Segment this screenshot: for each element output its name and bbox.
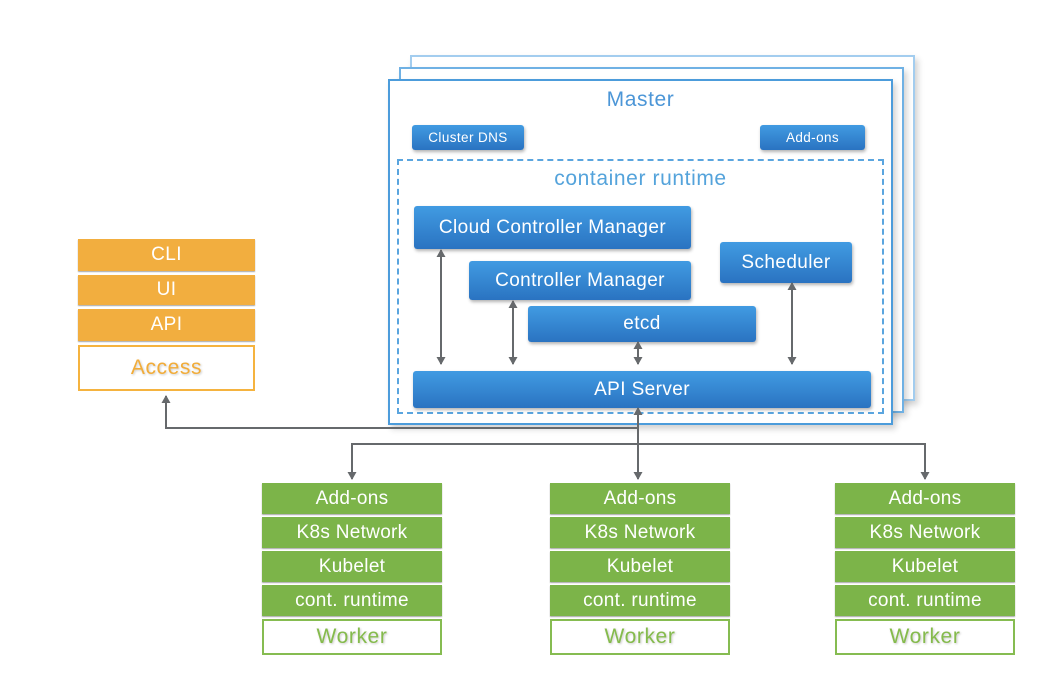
- worker2-addons: Add-ons: [550, 483, 730, 514]
- api-server-box: API Server: [413, 371, 871, 408]
- api-box: API: [78, 309, 255, 341]
- worker1-kubelet: Kubelet: [262, 551, 442, 582]
- cluster-dns-box: Cluster DNS: [412, 125, 524, 150]
- master-node: Master Cluster DNS Add-ons container run…: [388, 79, 893, 425]
- worker3-cont-runtime: cont. runtime: [835, 585, 1015, 616]
- etcd-box: etcd: [528, 306, 756, 342]
- arrow-api-server-worker1: [347, 443, 638, 480]
- cli-box: CLI: [78, 239, 255, 271]
- worker3-kubelet: Kubelet: [835, 551, 1015, 582]
- access-stack: CLI UI API Access: [78, 239, 255, 391]
- worker2-k8s-network: K8s Network: [550, 517, 730, 548]
- worker3-label: Worker: [835, 619, 1015, 655]
- worker1-cont-runtime: cont. runtime: [262, 585, 442, 616]
- container-runtime-box: container runtime Cloud Controller Manag…: [397, 159, 884, 414]
- worker2-kubelet: Kubelet: [550, 551, 730, 582]
- controller-manager-box: Controller Manager: [469, 261, 691, 300]
- master-addons-box: Add-ons: [760, 125, 865, 150]
- cloud-controller-manager-box: Cloud Controller Manager: [414, 206, 691, 249]
- ui-box: UI: [78, 275, 255, 305]
- worker3-k8s-network: K8s Network: [835, 517, 1015, 548]
- master-title: Master: [606, 88, 675, 111]
- worker3-addons: Add-ons: [835, 483, 1015, 514]
- worker1-k8s-network: K8s Network: [262, 517, 442, 548]
- worker1-addons: Add-ons: [262, 483, 442, 514]
- access-label: Access: [78, 345, 255, 391]
- scheduler-box: Scheduler: [720, 242, 852, 283]
- arrow-api-server-worker3: [638, 443, 930, 480]
- worker-node-1: Add-ons K8s Network Kubelet cont. runtim…: [262, 483, 442, 655]
- worker-node-3: Add-ons K8s Network Kubelet cont. runtim…: [835, 483, 1015, 655]
- worker2-cont-runtime: cont. runtime: [550, 585, 730, 616]
- worker2-label: Worker: [550, 619, 730, 655]
- container-runtime-title: container runtime: [554, 167, 727, 190]
- worker-node-2: Add-ons K8s Network Kubelet cont. runtim…: [550, 483, 730, 655]
- worker1-label: Worker: [262, 619, 442, 655]
